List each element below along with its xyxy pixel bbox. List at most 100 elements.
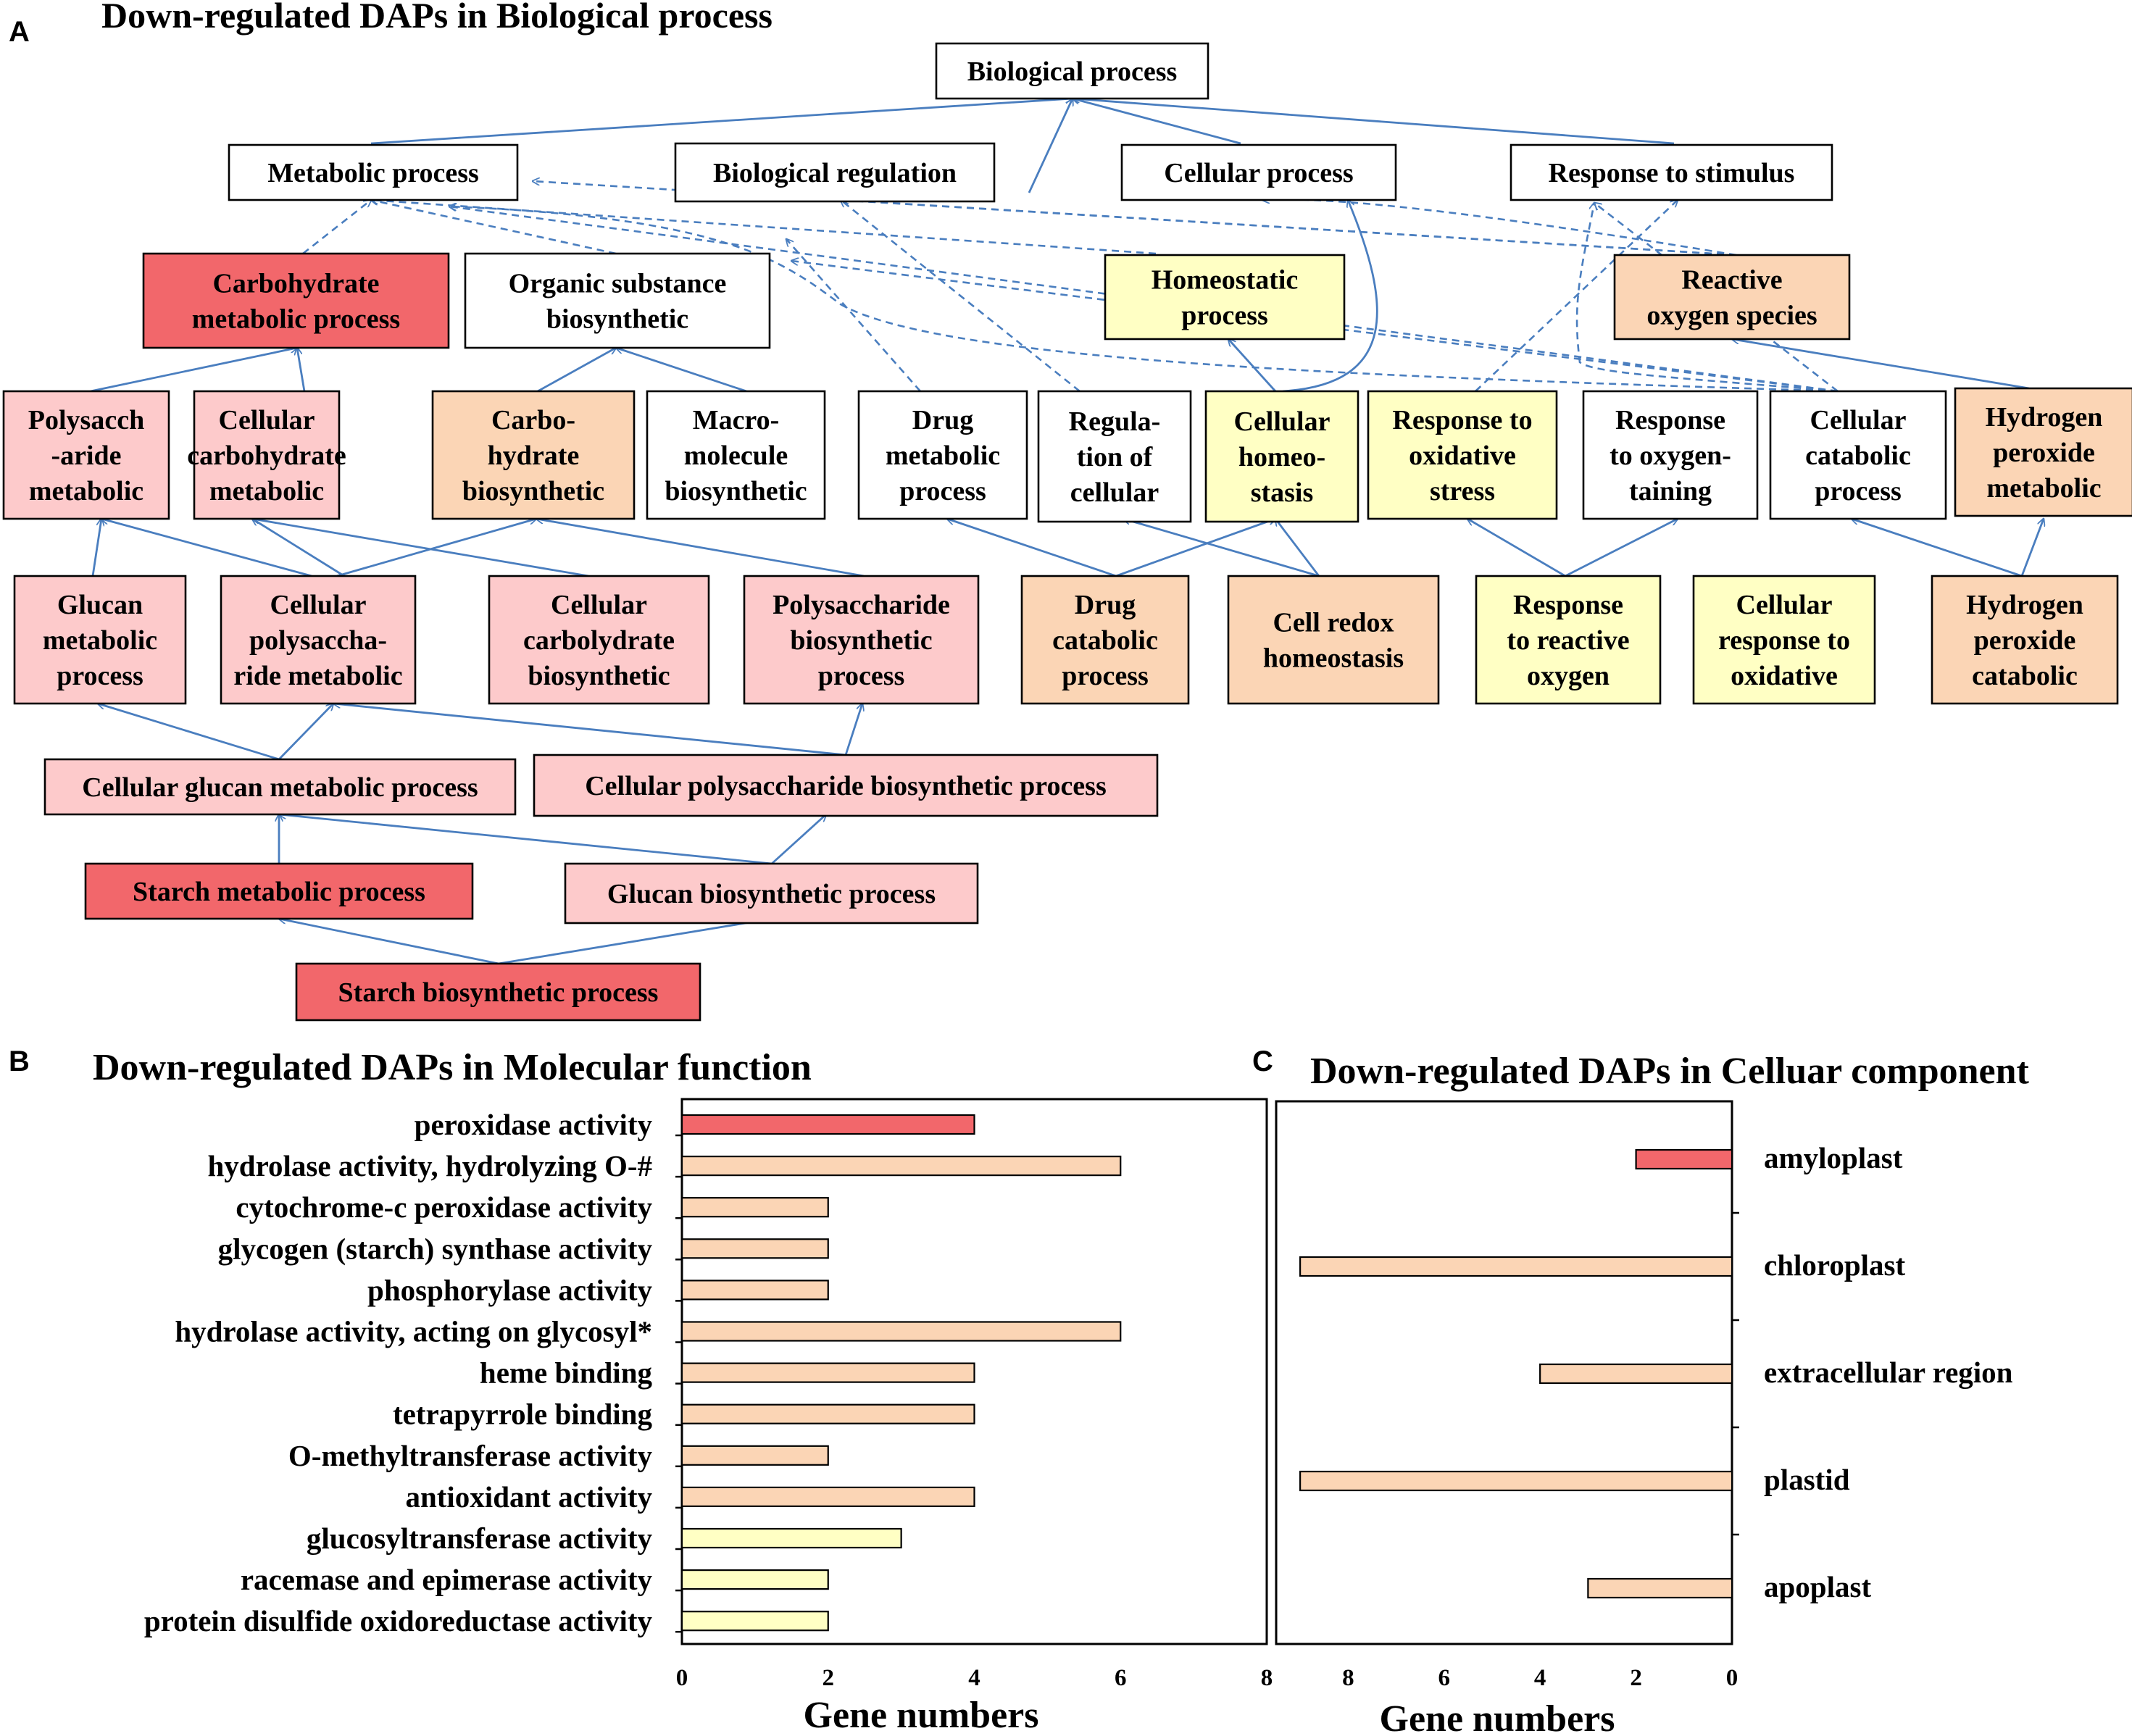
go-node-label: Glucan biosynthetic process <box>607 879 936 909</box>
go-node-label: metabolic <box>1986 473 2101 504</box>
edge-solid <box>279 919 499 965</box>
category-label: hydrolase activity, acting on glycosyl* <box>175 1315 652 1348</box>
edge-solid <box>370 99 1073 145</box>
go-node-box <box>1954 387 2132 517</box>
go-node-box <box>1204 390 1359 523</box>
go-node-smp: Starch metabolic process <box>84 862 474 920</box>
go-node-box <box>1769 390 1947 520</box>
go-node-label: carbolydrate <box>523 625 675 656</box>
go-node-label: Hydrogen <box>1966 590 2083 620</box>
panel-a: A Down-regulated DAPs in Biological proc… <box>2 0 2132 1022</box>
go-node-box <box>464 252 771 349</box>
go-node-box <box>220 575 417 705</box>
go-node-label: hydrate <box>488 441 580 471</box>
go-node-cgm: Cellular glucan metabolic process <box>43 758 517 816</box>
go-node-label: process <box>899 476 986 506</box>
bar <box>1587 1577 1733 1599</box>
panel-b-title: Down-regulated DAPs in Molecular functio… <box>93 1047 812 1088</box>
go-node-box <box>1020 575 1190 705</box>
go-node-label: Response to <box>1392 405 1532 435</box>
go-node-label: molecule <box>684 441 788 471</box>
go-node-box <box>1227 575 1440 705</box>
go-node-br: Biological regulation <box>674 142 996 203</box>
go-node-box <box>43 758 517 816</box>
edge-solid <box>616 348 747 393</box>
bar <box>680 1403 975 1424</box>
edge-dashed <box>841 200 1080 393</box>
go-node-label: polysaccha- <box>249 625 387 656</box>
go-node-box <box>1692 575 1876 705</box>
edge-solid <box>1228 339 1277 392</box>
go-node-label: Organic substance <box>509 269 727 299</box>
edge-solid <box>1275 519 1320 577</box>
edge-solid <box>1282 200 1378 393</box>
go-node-label: peroxide <box>1974 625 2076 656</box>
go-node-label: Cellular <box>270 590 367 620</box>
edge-dashed <box>1262 199 1737 256</box>
edge-solid <box>1073 99 1675 145</box>
x-tick-label: 6 <box>1115 1665 1127 1691</box>
go-node-cp: Cellular process <box>1120 143 1397 201</box>
go-node-label: Hydrogen <box>1986 402 2103 433</box>
go-node-label: Response <box>1513 590 1623 620</box>
go-node-label: biosynthetic <box>462 476 604 506</box>
edge-dashed <box>449 206 1839 393</box>
category-label: apoplast <box>1764 1570 1871 1603</box>
category-label: protein disulfide oxidoreductase activit… <box>144 1604 653 1637</box>
go-node-label: biosynthetic <box>665 476 807 506</box>
go-node-label: Homeostatic <box>1152 265 1299 296</box>
go-node-label: Cellular <box>1810 405 1907 435</box>
go-node-label: Drug <box>1075 590 1136 620</box>
go-node-label: stasis <box>1251 477 1314 508</box>
go-node-box <box>1104 254 1346 341</box>
go-node-label: process <box>1815 476 1902 506</box>
edge-solid <box>279 814 773 865</box>
edge-solid <box>771 814 826 865</box>
go-node-label: process <box>57 661 143 691</box>
edge-solid <box>91 519 101 577</box>
category-label: extracellular region <box>1764 1356 2013 1389</box>
edge-solid <box>1467 519 1566 577</box>
go-node-label: process <box>1062 661 1149 691</box>
edge-solid <box>297 348 306 392</box>
go-node-cpb: Cellular polysaccharide biosynthetic pro… <box>533 754 1159 817</box>
category-label: glucosyltransferase activity <box>307 1522 653 1555</box>
go-node-label: oxygen species <box>1646 301 1817 331</box>
go-node-box <box>193 390 341 520</box>
bar <box>1635 1148 1733 1170</box>
edge-solid <box>336 519 536 577</box>
go-node-box <box>142 252 450 349</box>
go-node-box <box>2 390 170 520</box>
go-node-box <box>533 754 1159 817</box>
edge-solid <box>1732 339 2030 390</box>
go-node-label: catabolic <box>1972 661 2078 691</box>
go-node-box <box>488 575 710 705</box>
go-node-label: Cellular <box>1234 406 1331 437</box>
go-node-label: Cellular glucan metabolic process <box>82 772 478 803</box>
go-node-label: metabolic process <box>192 304 400 335</box>
go-node-label: Response <box>1615 405 1725 435</box>
category-label: amyloplast <box>1764 1141 1903 1174</box>
go-node-label: metabolic <box>43 625 157 656</box>
category-label: plastid <box>1764 1463 1850 1496</box>
go-node-label: Cell redox <box>1273 608 1394 638</box>
panel-b-xlabel: Gene numbers <box>804 1695 1039 1736</box>
edge-solid <box>844 704 862 756</box>
go-node-box <box>1510 143 1833 201</box>
bar <box>680 1611 829 1632</box>
go-node-label: metabolic <box>886 441 1000 471</box>
go-node-box <box>295 962 701 1022</box>
panel-c-letter: C <box>1252 1046 1273 1077</box>
category-label: tetrapyrrole binding <box>393 1398 652 1431</box>
